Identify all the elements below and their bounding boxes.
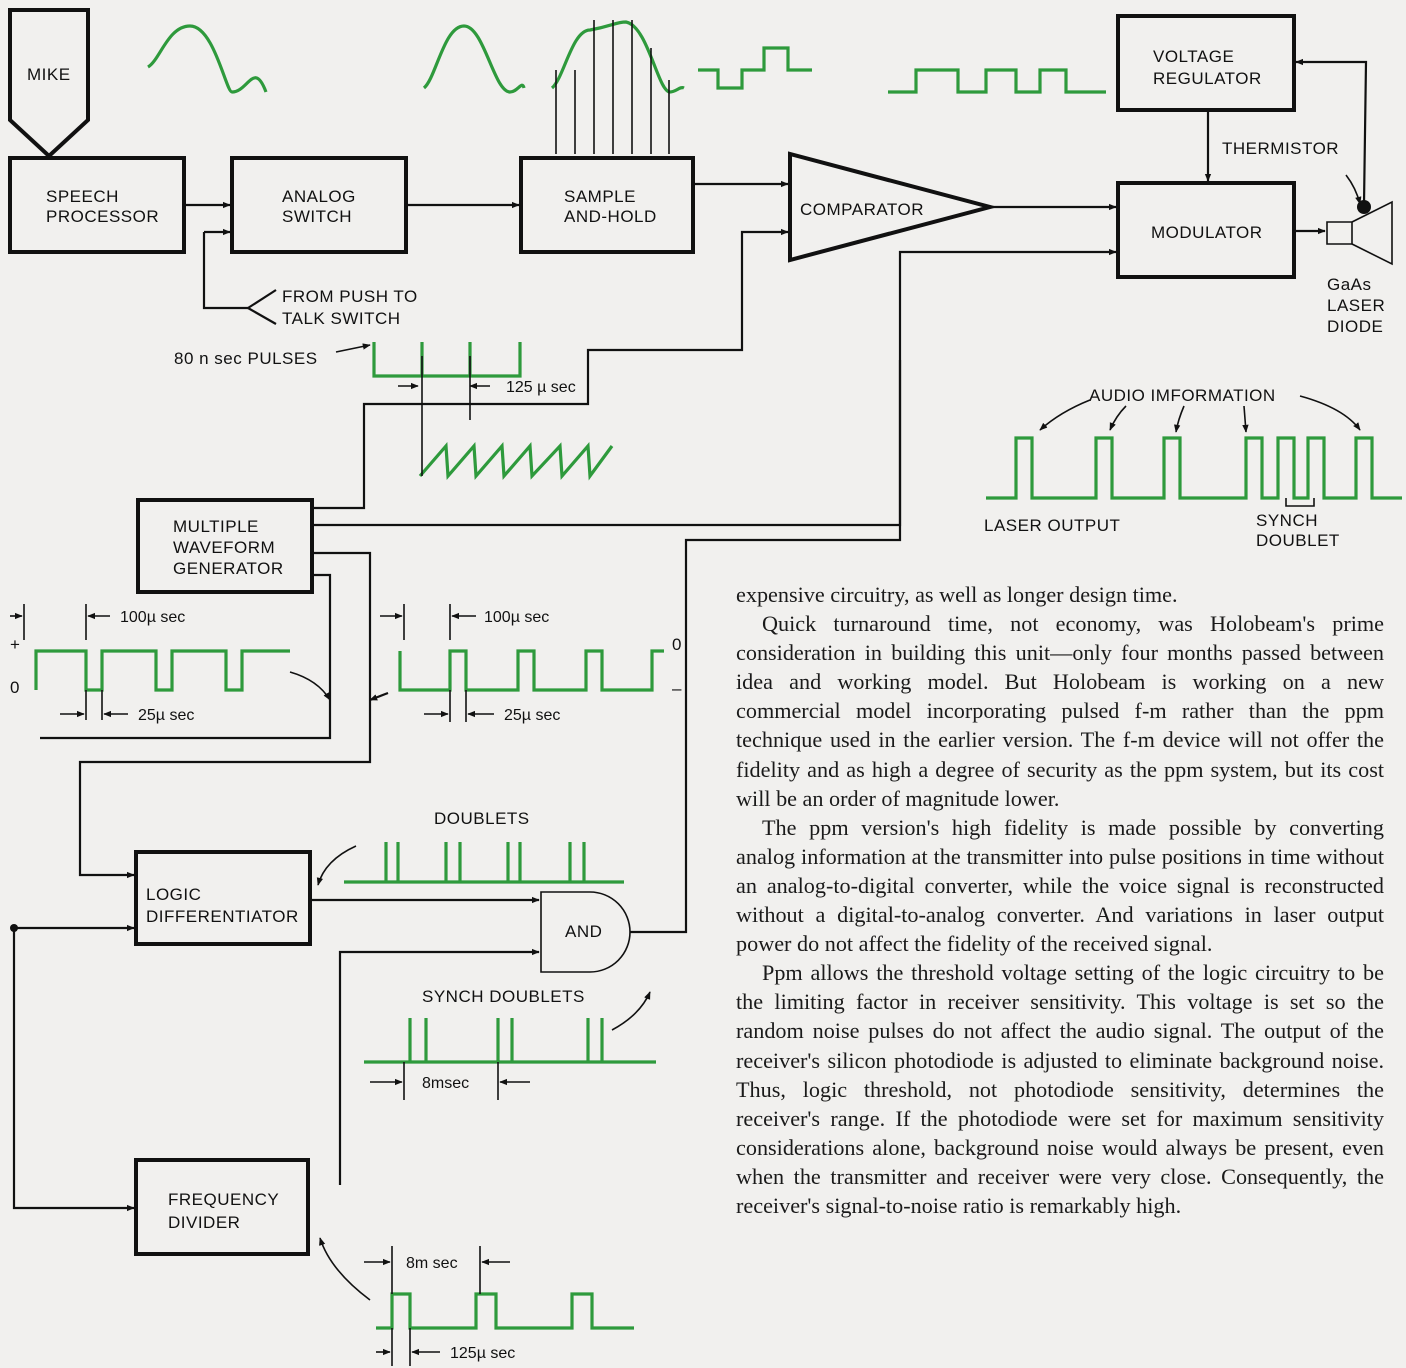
svg-text:125 µ sec: 125 µ sec <box>506 379 576 396</box>
connection-wires <box>10 58 1368 1301</box>
paragraph: Ppm allows the threshold voltage setting… <box>736 960 1384 1218</box>
svg-text:100µ sec: 100µ sec <box>484 609 549 626</box>
svg-text:0: 0 <box>672 635 682 654</box>
modulator-block: MODULATOR <box>1116 181 1296 279</box>
sample-lines <box>555 20 670 154</box>
sample-and-hold-block: SAMPLE AND-HOLD <box>519 156 695 254</box>
svg-text:0: 0 <box>10 678 20 697</box>
mike-block: MIKE <box>8 8 90 159</box>
svg-text:LOGIC: LOGIC <box>146 885 201 904</box>
waveforms <box>34 20 1402 1330</box>
svg-text:100µ sec: 100µ sec <box>120 609 185 626</box>
svg-text:8m sec: 8m sec <box>406 1255 458 1272</box>
svg-text:SAMPLE: SAMPLE <box>564 187 636 206</box>
diagram-labels: THERMISTOR GaAs LASER DIODE FROM PUSH TO… <box>10 139 1385 1362</box>
svg-text:VOLTAGE: VOLTAGE <box>1153 47 1234 66</box>
svg-text:DIFFERENTIATOR: DIFFERENTIATOR <box>146 907 299 926</box>
voltage-regulator-block: VOLTAGE REGULATOR <box>1116 14 1296 112</box>
svg-text:DOUBLETS: DOUBLETS <box>434 809 530 828</box>
svg-text:125µ sec: 125µ sec <box>450 1345 515 1362</box>
svg-text:COMPARATOR: COMPARATOR <box>800 200 924 219</box>
paragraph: Quick turnaround time, not economy, was … <box>736 611 1384 811</box>
svg-text:80 n sec PULSES: 80 n sec PULSES <box>174 349 318 368</box>
multiple-waveform-generator-block: MULTIPLE WAVEFORM GENERATOR <box>136 498 314 594</box>
analog-switch-block: ANALOG SWITCH <box>230 156 408 254</box>
svg-text:GaAs: GaAs <box>1327 275 1372 294</box>
paragraph: expensive circuitry, as well as longer d… <box>736 582 1178 607</box>
svg-text:MODULATOR: MODULATOR <box>1151 223 1263 242</box>
svg-text:DIODE: DIODE <box>1327 317 1383 336</box>
svg-text:LASER: LASER <box>1327 296 1385 315</box>
paragraph: The ppm version's high fidelity is made … <box>736 814 1384 957</box>
and-gate: AND <box>540 891 631 973</box>
svg-text:TALK SWITCH: TALK SWITCH <box>282 309 401 328</box>
svg-text:LASER OUTPUT: LASER OUTPUT <box>984 516 1120 535</box>
timing-marks <box>10 343 1361 1366</box>
svg-text:25µ sec: 25µ sec <box>138 707 194 724</box>
svg-text:DOUBLET: DOUBLET <box>1256 531 1340 550</box>
svg-text:WAVEFORM: WAVEFORM <box>173 538 275 557</box>
svg-text:ANALOG: ANALOG <box>282 187 356 206</box>
article-text: expensive circuitry, as well as longer d… <box>736 580 1384 1368</box>
svg-text:SWITCH: SWITCH <box>282 207 352 226</box>
laser-diode <box>1326 200 1393 266</box>
svg-text:THERMISTOR: THERMISTOR <box>1222 139 1339 158</box>
svg-text:AUDIO IMFORMATION: AUDIO IMFORMATION <box>1089 386 1276 405</box>
svg-text:AND-HOLD: AND-HOLD <box>564 207 657 226</box>
svg-text:–: – <box>672 679 682 698</box>
svg-text:MULTIPLE: MULTIPLE <box>173 517 259 536</box>
logic-differentiator-block: LOGIC DIFFERENTIATOR <box>134 850 312 946</box>
svg-text:SPEECH: SPEECH <box>46 187 119 206</box>
comparator-block: COMPARATOR <box>788 151 998 263</box>
speech-processor-block: SPEECH PROCESSOR <box>8 156 186 254</box>
svg-text:PROCESSOR: PROCESSOR <box>46 207 159 226</box>
svg-text:25µ sec: 25µ sec <box>504 707 560 724</box>
svg-text:FREQUENCY: FREQUENCY <box>168 1190 279 1209</box>
svg-text:FROM PUSH TO: FROM PUSH TO <box>282 287 418 306</box>
svg-text:+: + <box>10 635 20 654</box>
svg-text:SYNCH: SYNCH <box>1256 511 1318 530</box>
svg-text:GENERATOR: GENERATOR <box>173 559 284 578</box>
svg-text:DIVIDER: DIVIDER <box>168 1213 240 1232</box>
svg-text:REGULATOR: REGULATOR <box>1153 69 1262 88</box>
svg-text:AND: AND <box>565 922 602 941</box>
svg-text:MIKE: MIKE <box>27 65 71 84</box>
svg-text:SYNCH DOUBLETS: SYNCH DOUBLETS <box>422 987 585 1006</box>
frequency-divider-block: FREQUENCY DIVIDER <box>134 1158 310 1256</box>
svg-text:8msec: 8msec <box>422 1075 469 1092</box>
